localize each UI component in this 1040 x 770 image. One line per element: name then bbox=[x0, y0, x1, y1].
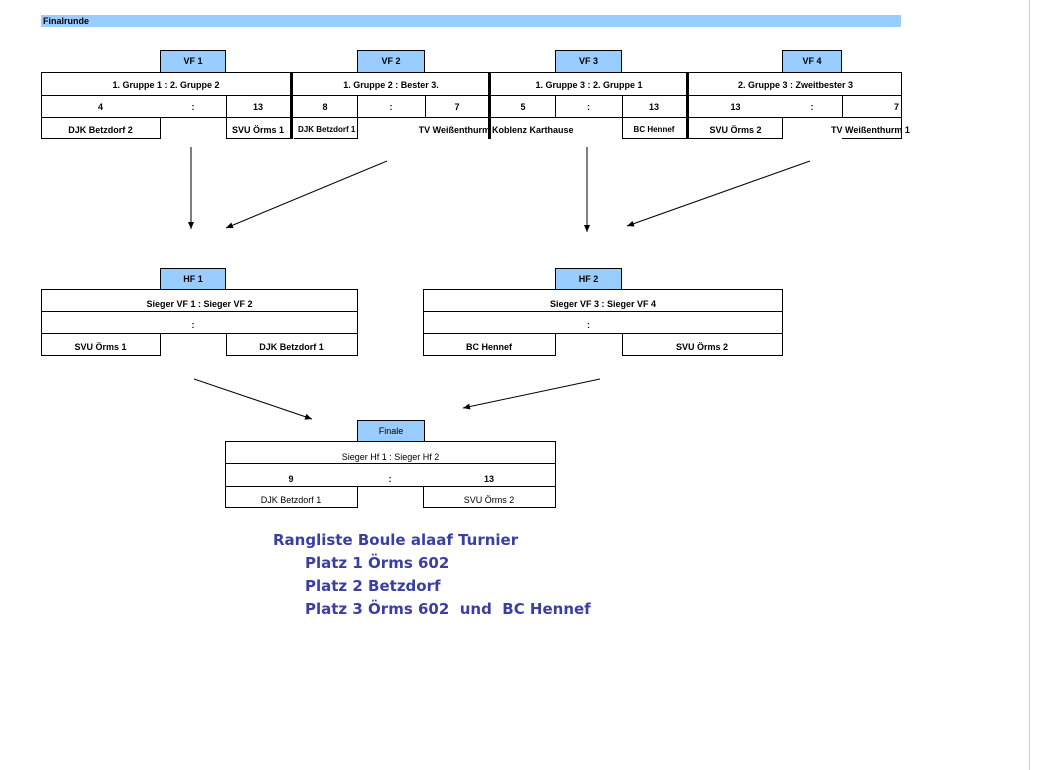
sheet-title-bar: Finalrunde bbox=[41, 15, 901, 27]
vf1-label: VF 1 bbox=[160, 50, 226, 73]
vf3-pairing: 1. Gruppe 3 : 2. Gruppe 1 bbox=[535, 80, 643, 90]
arrow-hf2-final bbox=[462, 378, 601, 410]
vf2-sep: : bbox=[389, 102, 393, 112]
hf1-team-right: DJK Betzdorf 1 bbox=[259, 342, 324, 352]
vf2-team-right: TV Weißenthurm bbox=[418, 125, 490, 135]
vf3-score-left: 5 bbox=[520, 102, 526, 112]
hf1-pairing: Sieger VF 1 : Sieger VF 2 bbox=[146, 299, 253, 309]
vf2-pairing: 1. Gruppe 2 : Bester 3. bbox=[343, 80, 439, 90]
sheet-title: Finalrunde bbox=[43, 16, 90, 26]
hf2-sep: : bbox=[587, 320, 590, 330]
final-team-left: DJK Betzdorf 1 bbox=[260, 495, 322, 505]
vf4-team-left: SVU Örms 2 bbox=[709, 125, 762, 135]
hf1-sep: : bbox=[191, 320, 195, 330]
vf4-score-right: 7 bbox=[893, 102, 899, 112]
ranking-line-3: Platz 3 Örms 602 und BC Hennef bbox=[305, 600, 591, 618]
arrow-hf1-final bbox=[193, 378, 313, 420]
vf4-team-right: TV Weißenthurm 1 bbox=[831, 125, 910, 135]
final-sep: : bbox=[388, 474, 392, 484]
arrow-vf4-hf2 bbox=[626, 160, 811, 227]
final-score-left: 9 bbox=[288, 474, 294, 484]
vf1-score-right: 13 bbox=[252, 102, 263, 112]
vf3-team-left: Koblenz Karthause bbox=[492, 125, 574, 135]
ranking-line-2: Platz 2 Betzdorf bbox=[305, 577, 441, 595]
hf2-label: HF 2 bbox=[555, 268, 622, 290]
sheet-right-edge bbox=[1029, 0, 1030, 770]
hf1-team-left: SVU Örms 1 bbox=[74, 342, 127, 352]
vf3-team-right: BC Hennef bbox=[633, 125, 675, 134]
hf2-team-left: BC Hennef bbox=[465, 342, 512, 352]
vf1-team-right: SVU Örms 1 bbox=[231, 125, 285, 135]
hf2-pairing: Sieger VF 3 : Sieger VF 4 bbox=[549, 299, 657, 309]
ranking-line-1: Platz 1 Örms 602 bbox=[305, 554, 450, 572]
vf4-label: VF 4 bbox=[782, 50, 842, 73]
vf1-sep: : bbox=[191, 102, 195, 112]
vf3-sep: : bbox=[587, 102, 590, 112]
vf3-score-right: 13 bbox=[648, 102, 659, 112]
vf1-score-left: 4 bbox=[97, 102, 103, 112]
final-label: Finale bbox=[357, 420, 425, 442]
hf1-label: HF 1 bbox=[160, 268, 226, 290]
vf1-team-left: DJK Betzdorf 2 bbox=[68, 125, 133, 135]
vf2-score-right: 7 bbox=[454, 102, 460, 112]
vf4-sep: : bbox=[810, 102, 814, 112]
vf2-label: VF 2 bbox=[357, 50, 425, 73]
vf1-pairing: 1. Gruppe 1 : 2. Gruppe 2 bbox=[112, 80, 220, 90]
final-score-right: 13 bbox=[483, 474, 494, 484]
final-pairing: Sieger Hf 1 : Sieger Hf 2 bbox=[341, 452, 440, 462]
ranking-title: Rangliste Boule alaaf Turnier bbox=[273, 531, 519, 549]
vf2-score-left: 8 bbox=[322, 102, 328, 112]
vf4-pairing: 2. Gruppe 3 : Zweitbester 3 bbox=[737, 80, 854, 90]
vf2-team-left: DJK Betzdorf 1 bbox=[298, 125, 356, 134]
final-team-right: SVU Örms 2 bbox=[463, 495, 515, 505]
vf4-score-left: 13 bbox=[730, 102, 741, 112]
vf3-label: VF 3 bbox=[555, 50, 622, 73]
hf2-team-right: SVU Örms 2 bbox=[675, 342, 729, 352]
arrow-vf2-hf1 bbox=[225, 160, 388, 229]
